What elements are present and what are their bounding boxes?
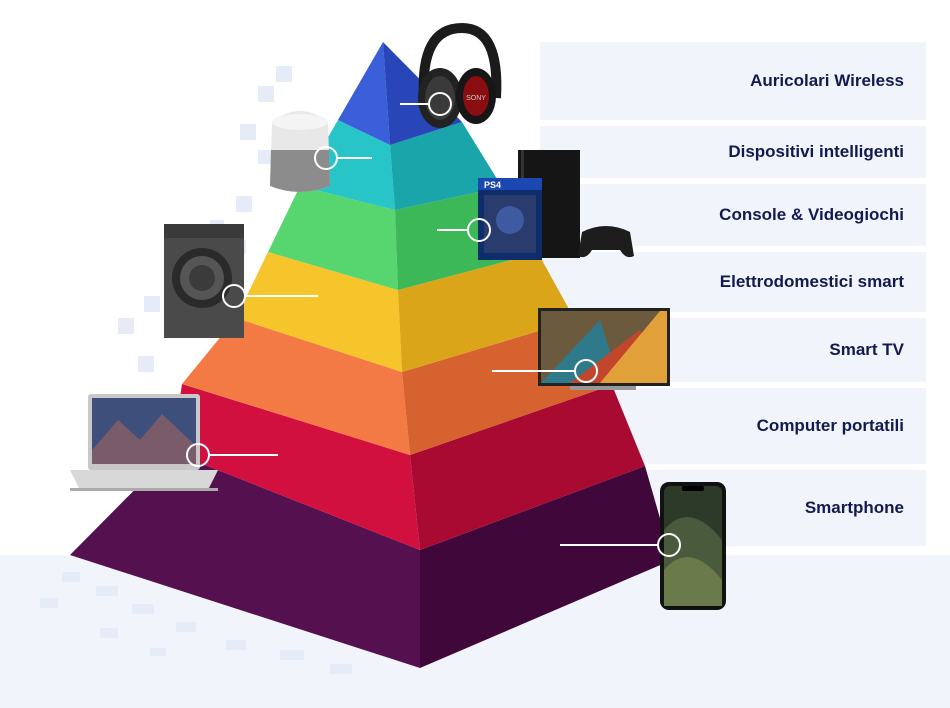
label-text-smartphone: Smartphone	[804, 498, 904, 517]
label-text-smart-tv: Smart TV	[829, 340, 904, 359]
laptop-icon	[70, 394, 218, 491]
headphones-icon: SONY	[418, 22, 502, 128]
label-text-auricolari: Auricolari Wireless	[750, 71, 904, 90]
label-text-elettrodomestici: Elettrodomestici smart	[719, 272, 904, 291]
pyramid-level-6	[172, 384, 645, 550]
washing-machine-icon	[164, 224, 244, 338]
connector-markers	[186, 92, 681, 557]
smart-speaker-icon	[270, 111, 330, 192]
pyramid-level-7	[70, 452, 672, 668]
label-text-dispositivi: Dispositivi intelligenti	[728, 142, 904, 161]
smartphone-icon	[660, 482, 726, 610]
smart-tv-icon	[538, 308, 670, 390]
label-level-2: Dispositivi intelligenti	[540, 126, 926, 178]
headphones-brand-text: SONY	[466, 95, 486, 102]
label-text-console: Console & Videogiochi	[719, 205, 904, 224]
game-box-text: PS4	[484, 180, 501, 190]
label-level-1: Auricolari Wireless	[540, 42, 926, 120]
pyramid-level-4	[236, 252, 575, 372]
label-level-4: Elettrodomestici smart	[540, 252, 926, 312]
label-text-computer: Computer portatili	[756, 416, 904, 435]
game-console-icon: PS4	[478, 150, 634, 260]
